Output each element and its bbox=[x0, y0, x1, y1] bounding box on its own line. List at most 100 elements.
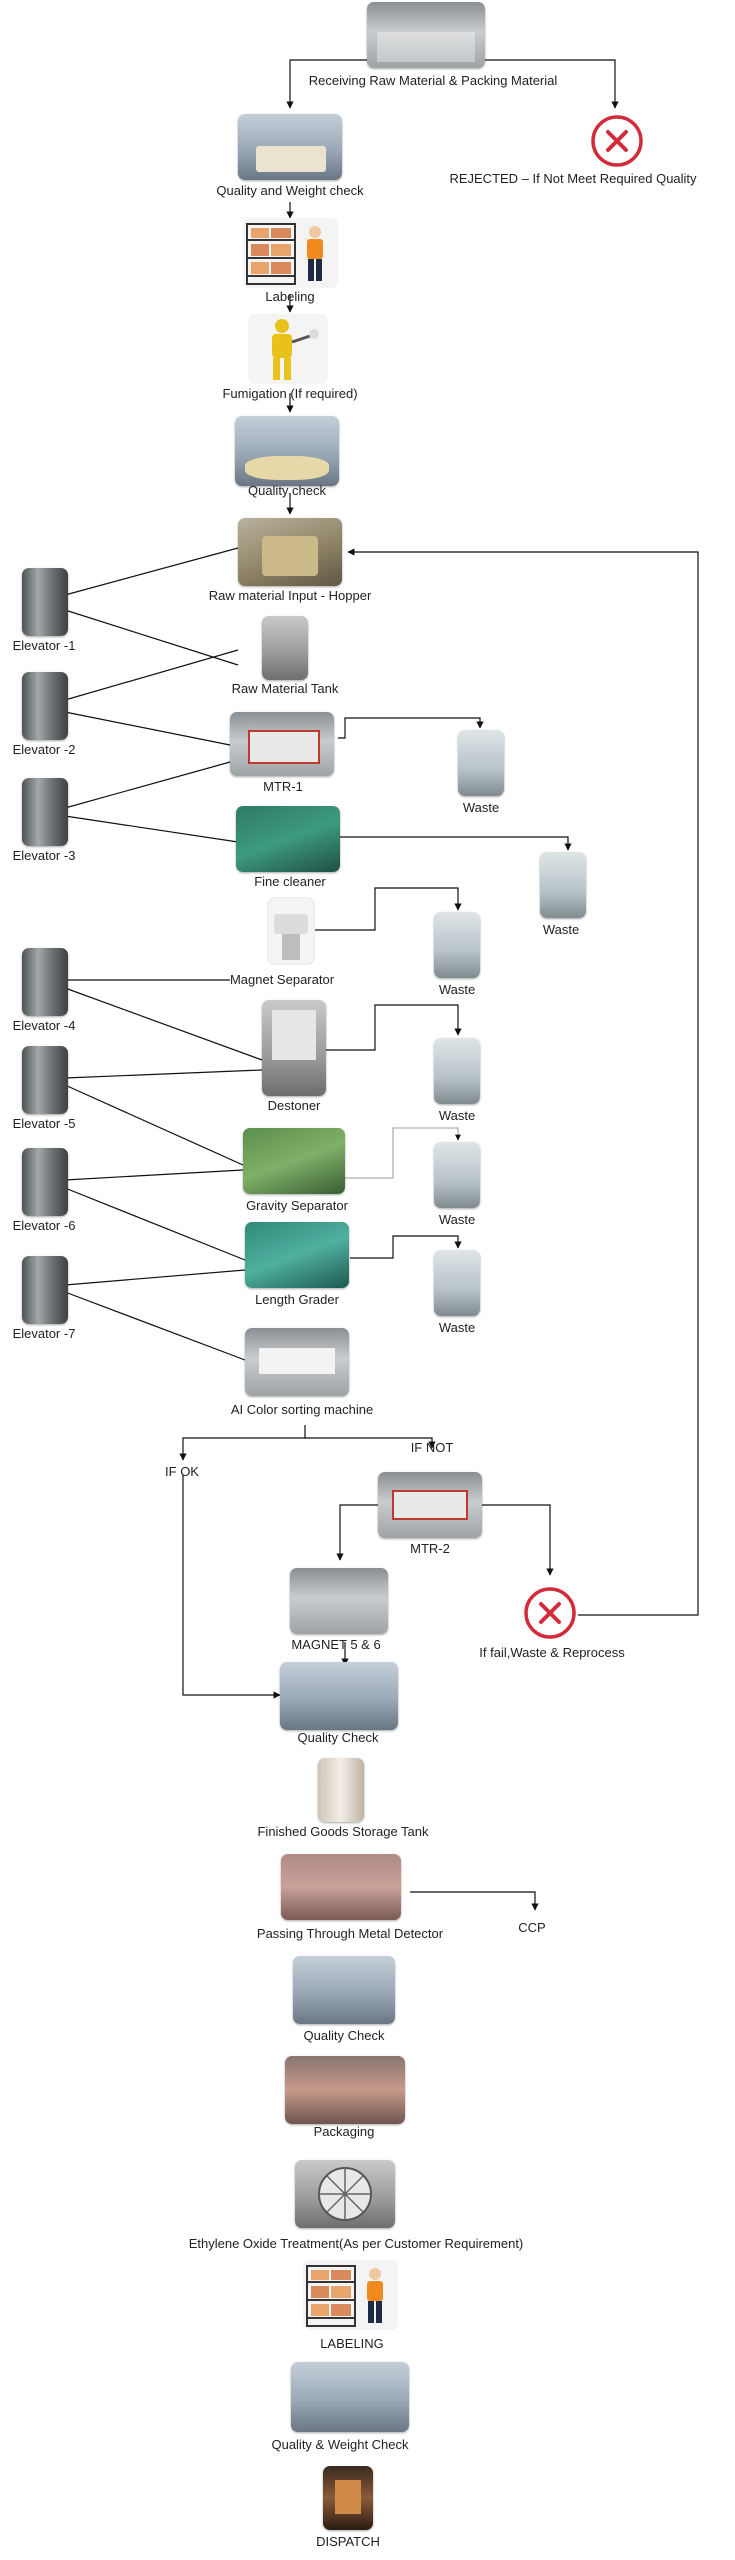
fumigation-worker-icon bbox=[272, 319, 319, 380]
connector bbox=[64, 1269, 246, 1286]
elevator-2-photo bbox=[22, 672, 68, 740]
quality-weight-check-2-photo bbox=[291, 2362, 409, 2432]
connector bbox=[347, 548, 699, 1616]
mtr2-label: MTR-2 bbox=[410, 1541, 450, 1556]
elevator-6-photo bbox=[22, 1148, 68, 1216]
elevator-4-photo bbox=[22, 948, 68, 1016]
quality-check-2-photo bbox=[280, 1662, 398, 1730]
packaging-label: Packaging bbox=[313, 2124, 375, 2139]
waste-6-label: Waste bbox=[438, 1320, 476, 1335]
connector bbox=[340, 836, 572, 851]
raw-material-tank-label: Raw Material Tank bbox=[231, 681, 339, 696]
reject-x-circle-icon bbox=[591, 115, 643, 167]
ccp-label: CCP bbox=[518, 1920, 546, 1935]
connector bbox=[64, 761, 231, 809]
connector bbox=[64, 1187, 246, 1261]
ai-color-sorting-photo bbox=[245, 1328, 349, 1396]
ethylene-oxide-photo bbox=[295, 2160, 395, 2228]
elevator-7-photo bbox=[22, 1256, 68, 1324]
quality-weight-check-photo bbox=[238, 114, 342, 180]
waste-1-photo bbox=[458, 730, 504, 796]
dispatch-label: DISPATCH bbox=[316, 2534, 380, 2549]
connector bbox=[64, 1291, 246, 1361]
quality-weight-check-2-label: Quality & Weight Check bbox=[271, 2437, 409, 2452]
mtr1-photo bbox=[230, 712, 334, 776]
connector bbox=[179, 1425, 306, 1461]
quality-check-3-photo bbox=[293, 1956, 395, 2024]
elevator-1-label: Elevator -1 bbox=[12, 638, 76, 653]
shelf-racks-icon bbox=[246, 223, 323, 285]
magnet-5-6-label: MAGNET 5 & 6 bbox=[291, 1637, 381, 1652]
finished-goods-tank-label: Finished Goods Storage Tank bbox=[257, 1824, 429, 1839]
destoner-photo bbox=[262, 1000, 326, 1096]
elevator-7-label: Elevator -7 bbox=[12, 1326, 76, 1341]
mtr2-photo bbox=[378, 1472, 482, 1538]
rejected-label: REJECTED – If Not Meet Required Quality bbox=[449, 171, 697, 186]
hopper-label: Raw material Input - Hopper bbox=[208, 588, 372, 603]
waste-6-photo bbox=[434, 1250, 480, 1316]
elevator-5-label: Elevator -5 bbox=[12, 1116, 76, 1131]
ai-color-sorting-label: AI Color sorting machine bbox=[230, 1402, 374, 1417]
elevator-6-label: Elevator -6 bbox=[12, 1218, 76, 1233]
waste-2-photo bbox=[540, 852, 586, 918]
gravity-separator-label: Gravity Separator bbox=[246, 1198, 348, 1213]
connector bbox=[64, 1069, 263, 1079]
receiving-label: Receiving Raw Material & Packing Materia… bbox=[308, 73, 558, 88]
raw-material-tank-photo bbox=[262, 616, 308, 680]
waste-2-label: Waste bbox=[542, 922, 580, 937]
connector bbox=[482, 1504, 554, 1576]
magnet-separator-photo bbox=[268, 898, 314, 964]
packaging-photo bbox=[285, 2056, 405, 2124]
magnet-separator-label: Magnet Separator bbox=[229, 972, 335, 987]
quality-check-3-label: Quality Check bbox=[303, 2028, 385, 2043]
labeling-2-racks-worker-photo bbox=[303, 2260, 398, 2330]
waste-3-photo bbox=[434, 912, 480, 978]
shelf-racks-icon bbox=[306, 2265, 383, 2327]
labeling-racks-worker-photo bbox=[243, 218, 338, 288]
quality-check-1-label: Quality check bbox=[247, 483, 327, 498]
if-ok-label: IF OK bbox=[165, 1464, 199, 1479]
length-grader-label: Length Grader bbox=[255, 1292, 339, 1307]
waste-5-photo bbox=[434, 1142, 480, 1208]
waste-4-label: Waste bbox=[438, 1108, 476, 1123]
if-not-label: IF NOT bbox=[410, 1440, 454, 1455]
connector bbox=[182, 1475, 281, 1699]
elevator-5-photo bbox=[22, 1046, 68, 1114]
mtr1-label: MTR-1 bbox=[263, 779, 303, 794]
waste-1-label: Waste bbox=[462, 800, 500, 815]
labeling-2-label: LABELING bbox=[320, 2336, 384, 2351]
connector bbox=[64, 815, 239, 843]
magnet-5-6-photo bbox=[290, 1568, 388, 1634]
elevator-1-photo bbox=[22, 568, 68, 636]
receiving-photo bbox=[367, 2, 485, 68]
fine-cleaner-photo bbox=[236, 806, 340, 872]
destoner-label: Destoner bbox=[267, 1098, 321, 1113]
metal-detector-photo bbox=[281, 1854, 401, 1920]
elevator-2-label: Elevator -2 bbox=[12, 742, 76, 757]
fumigation-photo bbox=[248, 314, 328, 384]
connector bbox=[64, 1169, 244, 1181]
finished-goods-tank-photo bbox=[318, 1758, 364, 1822]
if-fail-label: If fail,Waste & Reprocess bbox=[479, 1645, 625, 1660]
connector bbox=[64, 711, 231, 746]
ethylene-oxide-label: Ethylene Oxide Treatment(As per Customer… bbox=[188, 2236, 524, 2251]
metal-detector-label: Passing Through Metal Detector bbox=[256, 1926, 444, 1941]
quality-weight-check-label: Quality and Weight check bbox=[216, 183, 364, 198]
connector bbox=[64, 987, 263, 1061]
dispatch-photo bbox=[323, 2466, 373, 2530]
fail-x-circle-icon bbox=[524, 1587, 576, 1639]
waste-3-label: Waste bbox=[438, 982, 476, 997]
gravity-separator-photo bbox=[243, 1128, 345, 1194]
labeling-label: Labeling bbox=[265, 289, 315, 304]
elevator-3-label: Elevator -3 bbox=[12, 848, 76, 863]
elevator-3-photo bbox=[22, 778, 68, 846]
fine-cleaner-label: Fine cleaner bbox=[254, 874, 326, 889]
length-grader-photo bbox=[245, 1222, 349, 1288]
connector bbox=[64, 609, 239, 666]
hopper-photo bbox=[238, 518, 342, 586]
connector bbox=[410, 1891, 539, 1911]
waste-4-photo bbox=[434, 1038, 480, 1104]
connector bbox=[64, 649, 239, 701]
waste-5-label: Waste bbox=[438, 1212, 476, 1227]
elevator-4-label: Elevator -4 bbox=[12, 1018, 76, 1033]
